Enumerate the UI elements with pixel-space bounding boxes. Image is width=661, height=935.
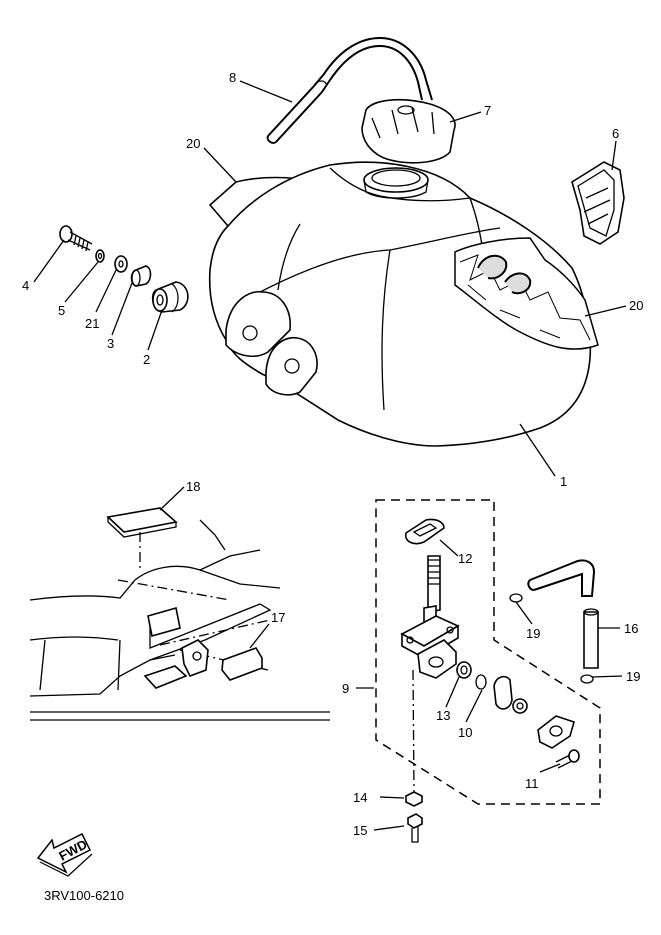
callout-6: 6 <box>612 126 619 141</box>
callout-18: 18 <box>186 479 200 494</box>
hose-clip <box>509 593 594 684</box>
drain-nut-and-screw <box>405 669 423 843</box>
collar <box>130 265 152 287</box>
fuel-cock-assembly-box <box>375 499 601 805</box>
washer <box>95 249 105 263</box>
bolt <box>59 225 93 252</box>
fuel-tank <box>208 161 592 447</box>
callout-16: 16 <box>624 621 638 636</box>
fuel-cock <box>400 555 460 679</box>
callout-12: 12 <box>458 551 472 566</box>
fuel-cock-gasket-plate <box>404 518 445 545</box>
callout-2: 2 <box>143 352 150 367</box>
callout-17: 17 <box>271 610 285 625</box>
callout-11: 11 <box>525 776 539 791</box>
callout-20-right: 20 <box>629 298 643 313</box>
tank-bracket-plate <box>571 161 625 245</box>
callout-19-lower: 19 <box>626 669 640 684</box>
frame-detail <box>29 507 330 721</box>
callout-9: 9 <box>342 681 349 696</box>
callout-21: 21 <box>85 316 99 331</box>
fuel-cap <box>361 98 456 164</box>
fwd-label: FWD <box>56 837 89 864</box>
callout-3: 3 <box>107 336 114 351</box>
diagram-code: 3RV100-6210 <box>44 888 124 903</box>
leader-lines <box>33 80 627 831</box>
callout-7: 7 <box>484 103 491 118</box>
tank-decal-right <box>454 237 599 350</box>
fuel-hose <box>527 559 599 669</box>
collar-washer <box>114 255 128 273</box>
callout-14: 14 <box>353 790 367 805</box>
callout-10: 10 <box>458 725 472 740</box>
callout-15: 15 <box>353 823 367 838</box>
callout-1: 1 <box>560 474 567 489</box>
grommet <box>151 281 189 313</box>
callout-5: 5 <box>58 303 65 318</box>
callout-20-left: 20 <box>186 136 200 151</box>
callout-8: 8 <box>229 70 236 85</box>
callout-19-upper: 19 <box>526 626 540 641</box>
fuel-cock-seal-parts <box>456 661 580 769</box>
callout-4: 4 <box>22 278 29 293</box>
forward-arrow-icon: FWD <box>36 832 93 877</box>
callout-13: 13 <box>436 708 450 723</box>
callout-labels: 1 2 3 4 5 21 6 7 8 20 20 18 17 9 12 19 1… <box>22 70 643 838</box>
breather-hose <box>266 36 433 144</box>
